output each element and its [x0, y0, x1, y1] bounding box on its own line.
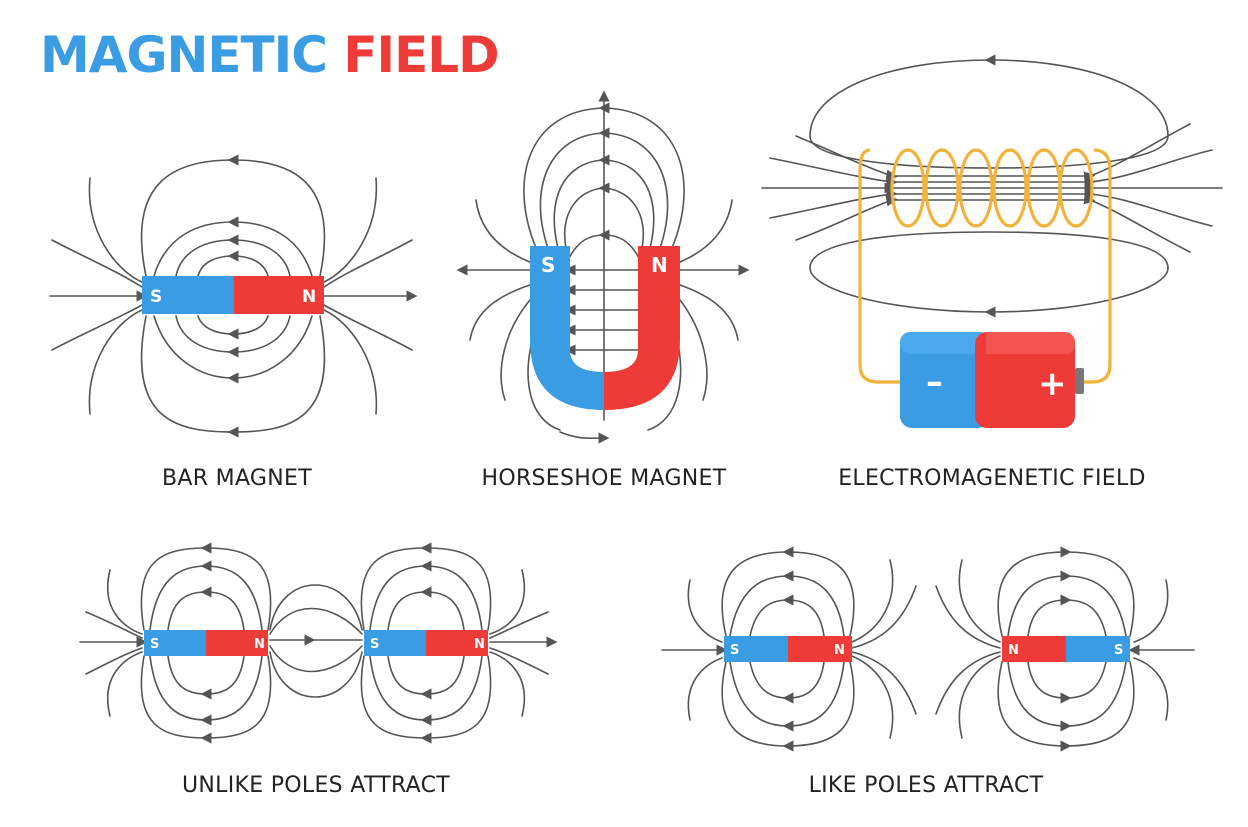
horseshoe-south-label: S — [541, 253, 555, 277]
like-magnet1-south — [724, 636, 788, 662]
like-magnet1-north — [788, 636, 852, 662]
like-poles-panel: S N N S — [661, 546, 1195, 752]
caption-like-poles: LIKE POLES ATTRACT — [808, 773, 1044, 798]
horseshoe-north-label: N — [651, 253, 668, 277]
unlike-poles-panel: S N S N — [79, 542, 558, 744]
unlike-poles-field-lines — [79, 542, 558, 744]
unlike-m2-s-label: S — [370, 637, 379, 652]
electromagnet-coil — [890, 148, 1094, 228]
bar-magnet-north-pole — [234, 276, 324, 314]
unlike-m2-n-label: N — [474, 637, 485, 652]
horseshoe-south-arm — [530, 246, 604, 410]
caption-horseshoe-magnet: HORSESHOE MAGNET — [481, 466, 727, 491]
bar-magnet-south-label: S — [150, 287, 162, 307]
title-field: FIELD — [343, 26, 499, 84]
unlike-magnet2-north — [426, 630, 488, 656]
bar-magnet-south-pole — [142, 276, 234, 314]
like-magnet2-north — [1002, 636, 1066, 662]
horseshoe-magnet-panel: S N — [456, 90, 750, 444]
battery-plus-sign: + — [1038, 364, 1067, 404]
like-m1-n-label: N — [834, 643, 845, 658]
caption-electromagnetic-field: ELECTROMAGENETIC FIELD — [838, 466, 1146, 491]
like-magnet2-south — [1066, 636, 1130, 662]
bar-magnet-field-lines — [49, 154, 418, 438]
battery-positive-half — [975, 332, 1075, 428]
unlike-magnet2-south — [364, 630, 426, 656]
caption-unlike-poles: UNLIKE POLES ATTRACT — [181, 773, 451, 798]
unlike-magnet1-north — [206, 630, 268, 656]
horseshoe-field-lines — [456, 90, 750, 444]
battery: – + — [900, 332, 1084, 428]
unlike-m1-n-label: N — [254, 637, 265, 652]
electromagnetic-panel: – + — [761, 54, 1223, 428]
electromagnet-wire — [858, 148, 900, 384]
horseshoe-north-arm — [604, 246, 680, 410]
unlike-magnet1-south — [144, 630, 206, 656]
like-poles-field-lines — [661, 546, 1195, 752]
caption-bar-magnet: BAR MAGNET — [162, 466, 312, 491]
like-m1-s-label: S — [730, 643, 739, 658]
title-magnetic: MAGNETIC — [40, 26, 328, 84]
like-m2-n-label: N — [1008, 643, 1019, 658]
battery-terminal — [1075, 368, 1084, 394]
unlike-m1-s-label: S — [150, 637, 159, 652]
battery-negative-half — [900, 332, 990, 428]
battery-minus-sign: – — [926, 362, 943, 402]
bar-magnet-panel: S N — [49, 154, 418, 438]
like-m2-s-label: S — [1114, 643, 1123, 658]
bar-magnet-north-label: N — [302, 287, 316, 307]
page-title: MAGNETIC FIELD — [40, 30, 500, 80]
